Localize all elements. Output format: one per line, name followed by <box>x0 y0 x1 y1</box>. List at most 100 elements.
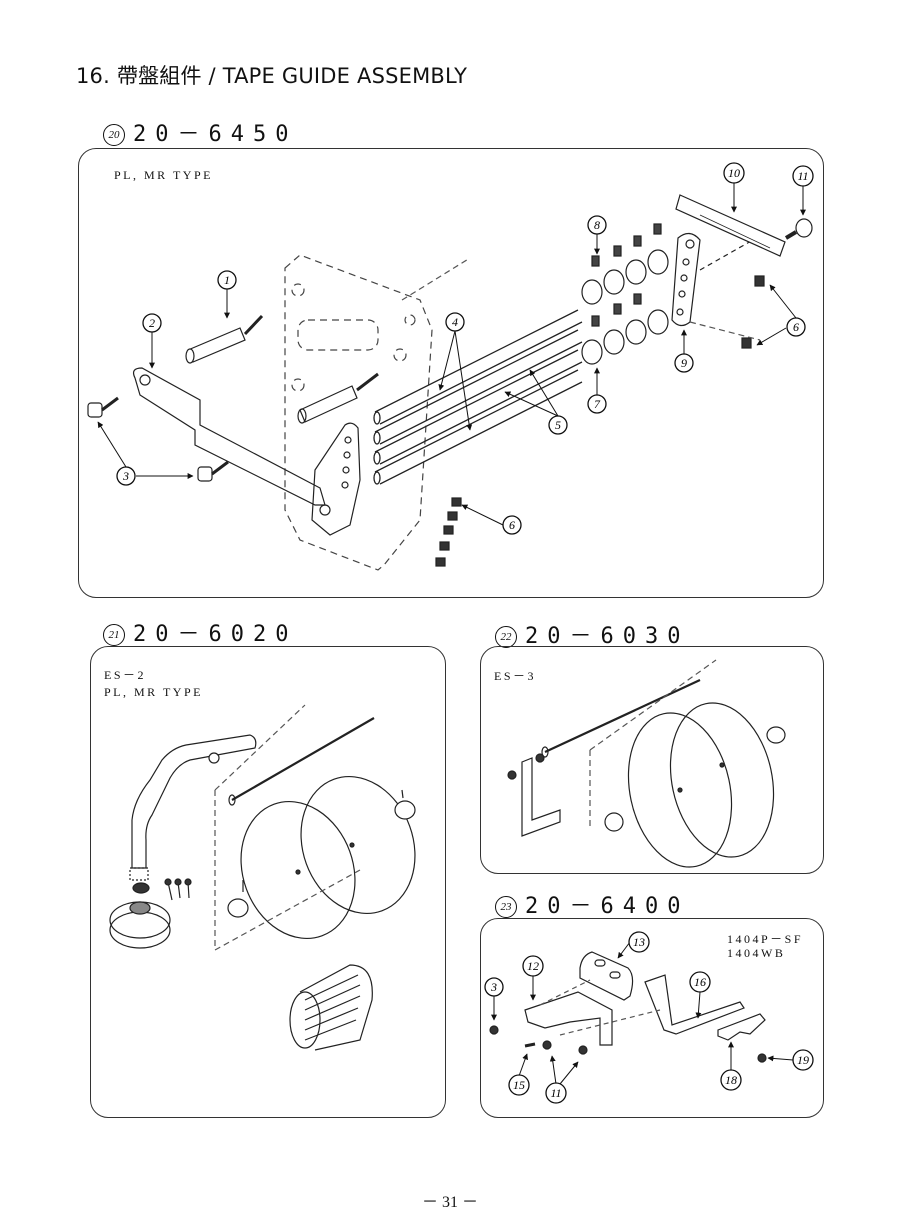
l-bracket <box>521 757 561 837</box>
rod-bracket <box>671 232 761 327</box>
callout-number: 2 <box>149 316 155 330</box>
callout-5: 5 <box>548 415 568 435</box>
callout-4: 4 <box>445 312 465 332</box>
callouts-23: 3 11 12 13 15 16 18 19 <box>484 931 814 1104</box>
callout-number: 6 <box>509 518 515 532</box>
adjustment-bar <box>675 194 786 257</box>
callout-10: 10 <box>723 162 745 184</box>
wood-screws <box>164 878 192 901</box>
callout-number: 8 <box>594 218 600 232</box>
callout-number: 13 <box>633 935 645 949</box>
panel-20-6020 <box>90 646 446 1118</box>
callout-number: 5 <box>555 418 561 432</box>
callout-number: 11 <box>797 169 808 183</box>
standoff-bolt <box>185 314 379 424</box>
model-label: 1404P－SF <box>727 932 804 946</box>
tape-roll <box>289 964 373 1051</box>
callout-6: 6 <box>502 515 522 535</box>
callout-2: 2 <box>142 313 162 333</box>
callout-8: 8 <box>587 215 607 235</box>
guide-rods <box>373 309 583 485</box>
small-screws <box>489 1025 767 1063</box>
callout-number: 15 <box>513 1078 525 1092</box>
callout-16: 16 <box>689 971 711 993</box>
plate-18 <box>717 1013 766 1041</box>
type-label: PL, MR TYPE <box>114 168 213 182</box>
callout-number: 6 <box>793 320 799 334</box>
panel-20-6400 <box>480 918 824 1118</box>
section-index-badge: 22 <box>495 626 517 648</box>
callout-number: 4 <box>452 315 458 329</box>
section-index-badge: 20 <box>103 124 125 146</box>
rod-collars <box>581 249 669 365</box>
callout-number: 16 <box>694 975 706 989</box>
bracket-13 <box>579 951 634 1001</box>
callout-15: 15 <box>508 1074 530 1096</box>
nuts <box>507 753 545 780</box>
model-label: ES－2 <box>104 668 147 682</box>
part-number: 20－6030 <box>525 624 690 649</box>
callout-3: 3 <box>484 977 504 997</box>
reel-shaft <box>228 717 375 806</box>
section-index-badge: 21 <box>103 624 125 646</box>
assembly-20-6450 <box>87 194 813 571</box>
bracket-16 <box>644 974 745 1035</box>
hex-nuts <box>435 275 765 567</box>
callout-12: 12 <box>522 955 544 977</box>
callout-3: 3 <box>116 466 136 486</box>
type-label: PL, MR TYPE <box>104 685 203 699</box>
section-20-header: 20 20－6450 <box>103 116 297 148</box>
callout-9: 9 <box>674 353 694 373</box>
reel-flanges <box>627 702 775 868</box>
assembly-20-6400 <box>489 951 767 1063</box>
callout-number: 18 <box>725 1073 737 1087</box>
callout-13: 13 <box>628 931 650 953</box>
reel-shaft <box>541 679 701 758</box>
callout-6b: 6 <box>786 317 806 337</box>
assembly-20-6030 <box>507 659 786 868</box>
callouts-20: 1 2 3 4 5 6 6 7 8 9 10 11 <box>97 162 814 535</box>
callout-number: 10 <box>728 166 740 180</box>
callout-11: 11 <box>545 1082 567 1104</box>
base-disc <box>109 882 171 949</box>
page-title: 16. 帶盤組件 / TAPE GUIDE ASSEMBLY <box>76 64 468 88</box>
callout-7: 7 <box>587 394 607 414</box>
dashed-guides <box>539 979 661 1036</box>
reel-stand-arm <box>129 734 257 881</box>
callout-11: 11 <box>792 165 814 187</box>
panel-20-6030 <box>480 646 824 874</box>
callout-number: 3 <box>490 980 497 994</box>
callout-number: 9 <box>681 356 687 370</box>
dashed-guides <box>214 704 361 951</box>
thumb-screw <box>784 218 813 240</box>
panel-20-6450 <box>78 148 824 598</box>
bracket-12 <box>524 991 613 1046</box>
callout-18: 18 <box>720 1069 742 1091</box>
mounting-plate <box>284 254 433 571</box>
part-number: 20－6400 <box>525 894 690 919</box>
callout-number: 1 <box>224 273 230 287</box>
section-22-header: 22 20－6030 <box>495 618 689 650</box>
assembly-20-6020 <box>109 704 416 1051</box>
section-21-header: 21 20－6020 <box>103 616 297 648</box>
section-index-badge: 23 <box>495 896 517 918</box>
dashed-guides <box>589 659 717 828</box>
model-label: ES－3 <box>494 669 537 683</box>
reel-hubs <box>227 789 416 918</box>
callout-number: 12 <box>527 959 539 973</box>
cap-screw <box>87 396 229 482</box>
callout-number: 19 <box>797 1053 809 1067</box>
reel-hubs <box>604 726 786 832</box>
callout-19: 19 <box>792 1049 814 1071</box>
callout-number: 3 <box>122 469 129 483</box>
callout-1: 1 <box>217 270 237 290</box>
callout-number: 7 <box>594 397 601 411</box>
part-number: 20－6020 <box>133 622 298 647</box>
section-23-header: 23 20－6400 <box>495 888 689 920</box>
model-label: 1404WB <box>727 946 786 960</box>
reel-flanges <box>240 775 416 940</box>
callout-number: 11 <box>550 1086 561 1100</box>
part-number: 20－6450 <box>133 122 298 147</box>
support-arm <box>132 367 361 536</box>
